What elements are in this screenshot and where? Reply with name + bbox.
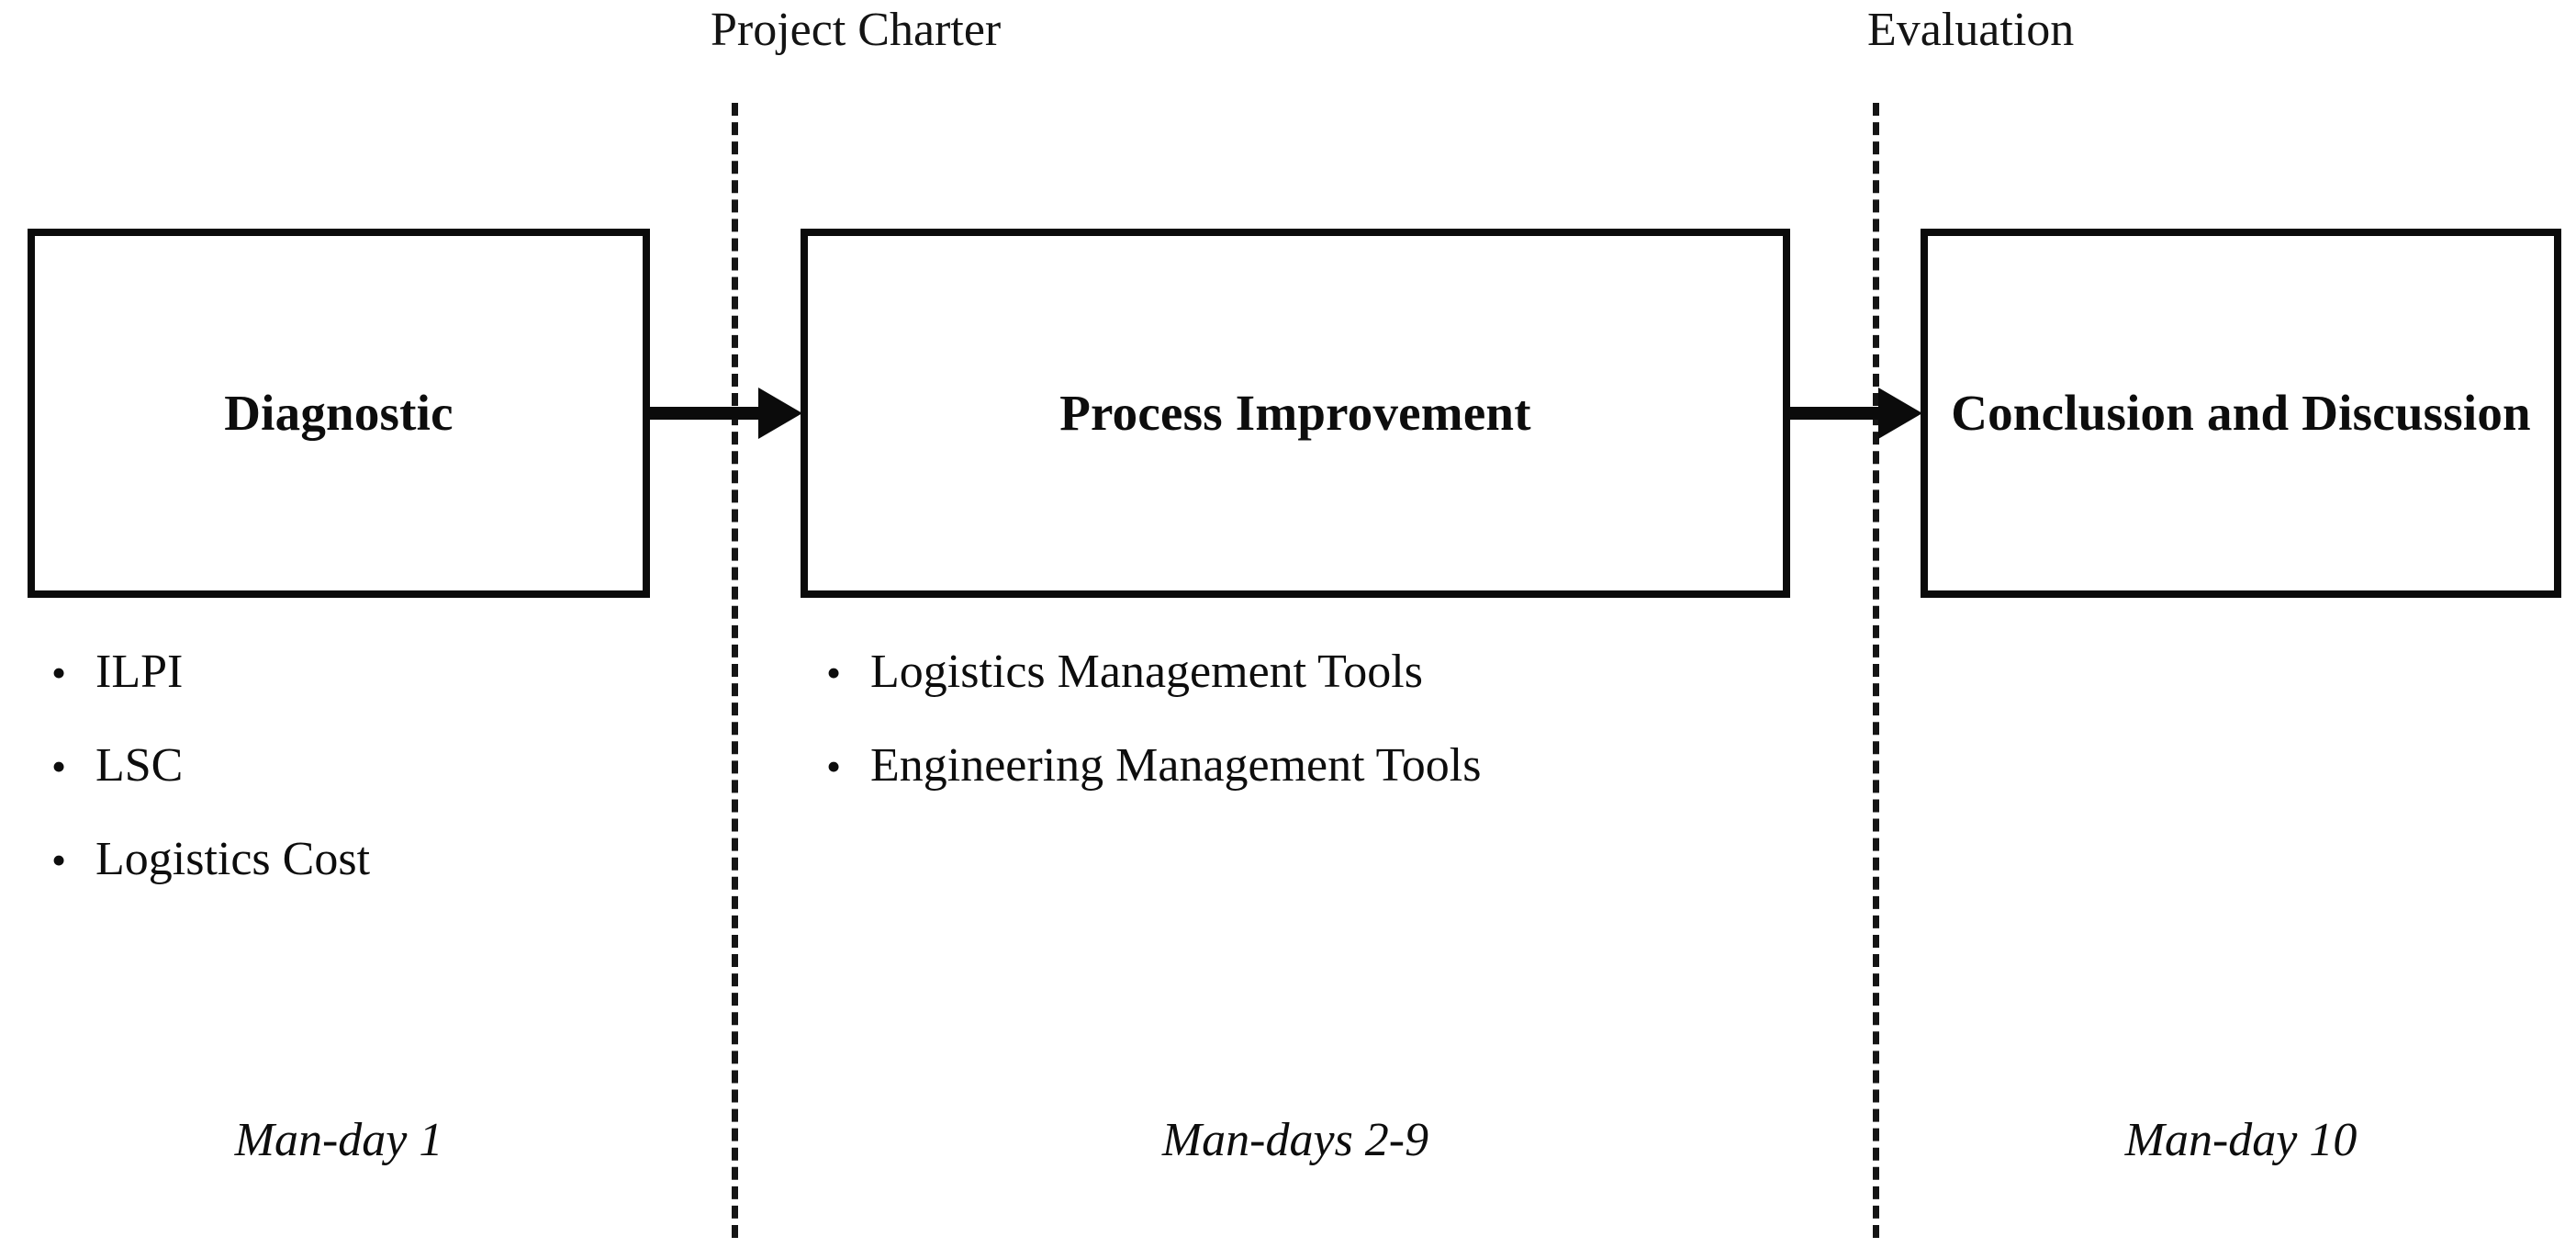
phase-label-project-charter: Project Charter: [711, 4, 1002, 56]
arrow-shaft: [643, 407, 762, 420]
bullet-list-diagnostic: • ILPI • LSC • Logistics Cost: [51, 648, 370, 929]
divider-project-charter: [732, 103, 738, 1238]
bullet-dot-icon: •: [826, 743, 842, 790]
bullet-list-process-improvement: • Logistics Management Tools • Engineeri…: [826, 648, 1481, 836]
arrow-head: [758, 388, 802, 439]
list-item: • Logistics Cost: [51, 836, 370, 883]
process-box-process-improvement[interactable]: Process Improvement: [801, 229, 1790, 598]
bullet-label: Logistics Management Tools: [870, 646, 1423, 698]
duration-label-conclusion-and-discussion: Man-day 10: [2124, 1114, 2358, 1166]
duration-label-diagnostic: Man-day 1: [234, 1114, 443, 1166]
bullet-label: LSC: [95, 739, 184, 792]
list-item: • Engineering Management Tools: [826, 742, 1481, 790]
bullet-label: Engineering Management Tools: [870, 739, 1482, 792]
bullet-dot-icon: •: [826, 649, 842, 696]
process-box-process-improvement-title: Process Improvement: [1059, 384, 1531, 441]
list-item: • Logistics Management Tools: [826, 648, 1481, 696]
arrow-shaft: [1785, 407, 1882, 420]
arrow-head: [1878, 388, 1922, 439]
list-item: • LSC: [51, 742, 370, 790]
duration-label-process-improvement: Man-days 2-9: [1161, 1114, 1429, 1166]
bullet-label: Logistics Cost: [95, 833, 371, 885]
bullet-label: ILPI: [95, 646, 184, 698]
process-box-diagnostic[interactable]: Diagnostic: [28, 229, 650, 598]
process-box-conclusion-and-discussion[interactable]: Conclusion and Discussion: [1921, 229, 2561, 598]
process-box-diagnostic-title: Diagnostic: [224, 384, 454, 441]
process-box-conclusion-and-discussion-title: Conclusion and Discussion: [1951, 384, 2531, 441]
list-item: • ILPI: [51, 648, 370, 696]
bullet-dot-icon: •: [51, 837, 67, 883]
bullet-dot-icon: •: [51, 649, 67, 696]
bullet-dot-icon: •: [51, 743, 67, 790]
divider-evaluation: [1873, 103, 1879, 1238]
phase-label-evaluation: Evaluation: [1867, 4, 2075, 56]
